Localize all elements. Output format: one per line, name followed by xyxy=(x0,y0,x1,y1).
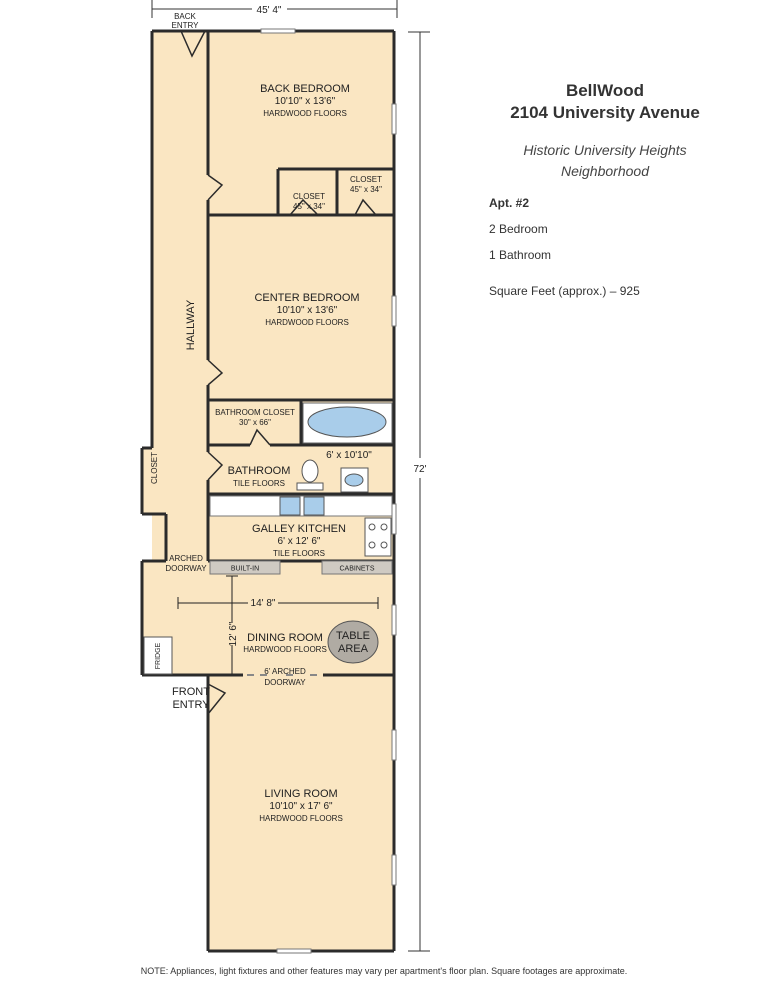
front-entry-line-1: FRONT xyxy=(172,686,210,698)
dining-room-name: DINING ROOM xyxy=(247,632,323,644)
table-area: TABLE AREA xyxy=(327,620,379,664)
back-entry-line-2: ENTRY xyxy=(172,21,200,30)
cabinets-label: CABINETS xyxy=(339,566,374,573)
back-entry-line-1: BACK xyxy=(174,12,196,21)
footnote: NOTE: Appliances, light fixtures and oth… xyxy=(140,966,628,976)
center-bedroom-label: CENTER BEDROOM 10'10" x 13'6" HARDWOOD F… xyxy=(254,292,359,327)
arched-doorway-line-1: ARCHED xyxy=(169,554,203,563)
dining-room-floor: HARDWOOD FLOORS xyxy=(243,645,327,654)
bathroom-closet-name: BATHROOM CLOSET xyxy=(215,408,295,417)
property-info: BellWood 2104 University Avenue Historic… xyxy=(470,80,740,298)
built-in-label: BUILT-IN xyxy=(231,566,259,573)
bathroom-size: 6' x 10'10" xyxy=(326,450,372,461)
bathroom-name: BATHROOM xyxy=(228,465,291,477)
square-feet: Square Feet (approx.) – 925 xyxy=(489,284,640,298)
living-room-label: LIVING ROOM 10'10" x 17' 6" HARDWOOD FLO… xyxy=(259,788,343,823)
dining-room-label: DINING ROOM HARDWOOD FLOORS xyxy=(243,632,327,654)
back-bedroom-floor: HARDWOOD FLOORS xyxy=(263,109,347,118)
dining-arch-line-2: DOORWAY xyxy=(264,678,306,687)
closet-b-name: CLOSET xyxy=(350,175,382,184)
table-label-2: AREA xyxy=(338,643,369,655)
closet-a-label: CLOSET 45" x 34" xyxy=(293,192,325,211)
property-name: BellWood xyxy=(565,81,645,100)
closet-b-size: 45" x 34" xyxy=(350,185,382,194)
overall-width-label: 45' 4" xyxy=(257,5,282,16)
dining-arch-line-1: 6' ARCHED xyxy=(264,667,306,676)
closet-a-name: CLOSET xyxy=(293,192,325,201)
back-entry-label: BACK ENTRY xyxy=(172,12,200,30)
center-bedroom-size: 10'10" x 13'6" xyxy=(277,305,338,316)
living-room-floor: HARDWOOD FLOORS xyxy=(259,814,343,823)
dining-length-label: 12' 6" xyxy=(228,621,239,646)
windows xyxy=(260,28,397,954)
front-entry-line-2: ENTRY xyxy=(172,699,210,711)
neighborhood-line-2: Neighborhood xyxy=(561,163,649,179)
kitchen-counter xyxy=(209,495,393,517)
center-bedroom-name: CENTER BEDROOM xyxy=(254,292,359,304)
overall-length-label: 72' xyxy=(413,464,426,475)
closet-a-size: 45" x 34" xyxy=(293,202,325,211)
dining-arch-label: 6' ARCHED DOORWAY xyxy=(264,667,306,687)
door-swings xyxy=(180,30,377,715)
fridge: FRIDGE xyxy=(143,636,173,675)
bathroom-label: BATHROOM TILE FLOORS xyxy=(228,465,291,488)
bathtub xyxy=(302,402,393,444)
property-address: 2104 University Avenue xyxy=(510,103,700,122)
apartment-number: Apt. #2 xyxy=(489,196,530,210)
galley-kitchen-size: 6' x 12' 6" xyxy=(278,536,321,547)
bathroom-closet-size: 30" x 66" xyxy=(239,418,271,427)
front-entry-label: FRONT ENTRY xyxy=(172,686,210,711)
galley-kitchen-floor: TILE FLOORS xyxy=(273,549,325,558)
bathroom-sink xyxy=(340,467,369,493)
stove xyxy=(364,517,392,557)
toilet xyxy=(296,459,324,491)
dining-dimensions xyxy=(177,575,379,674)
cabinets-bar: CABINETS xyxy=(321,560,393,575)
living-room-size: 10'10" x 17' 6" xyxy=(269,801,333,812)
dining-width-label: 14' 8" xyxy=(251,598,276,609)
bedroom-count: 2 Bedroom xyxy=(489,222,548,236)
overall-width-dimension: 45' 4" xyxy=(151,0,398,18)
back-bedroom-size: 10'10" x 13'6" xyxy=(275,96,336,107)
hall-closet-label: CLOSET xyxy=(150,452,159,484)
neighborhood-line-1: Historic University Heights xyxy=(523,142,687,158)
galley-kitchen-label: GALLEY KITCHEN 6' x 12' 6" TILE FLOORS xyxy=(252,523,346,558)
arched-doorway-line-2: DOORWAY xyxy=(165,564,207,573)
neighborhood: Historic University Heights Neighborhood xyxy=(470,140,740,182)
closet-b-label: CLOSET 45" x 34" xyxy=(350,175,382,194)
arched-doorway-label: ARCHED DOORWAY xyxy=(165,554,207,573)
galley-kitchen-name: GALLEY KITCHEN xyxy=(252,523,346,535)
bathroom-count: 1 Bathroom xyxy=(489,248,552,262)
hallway-label: HALLWAY xyxy=(185,299,197,350)
living-room-name: LIVING ROOM xyxy=(264,788,337,800)
built-in-bar: BUILT-IN xyxy=(209,560,281,575)
bathroom-closet-label: BATHROOM CLOSET 30" x 66" xyxy=(215,408,295,427)
table-label-1: TABLE xyxy=(336,630,370,642)
center-bedroom-floor: HARDWOOD FLOORS xyxy=(265,318,349,327)
back-bedroom-label: BACK BEDROOM 10'10" x 13'6" HARDWOOD FLO… xyxy=(260,83,350,118)
back-bedroom-name: BACK BEDROOM xyxy=(260,83,350,95)
bathroom-floor: TILE FLOORS xyxy=(233,479,285,488)
fridge-label: FRIDGE xyxy=(155,642,162,669)
overall-length-dimension: 72' xyxy=(408,31,430,952)
